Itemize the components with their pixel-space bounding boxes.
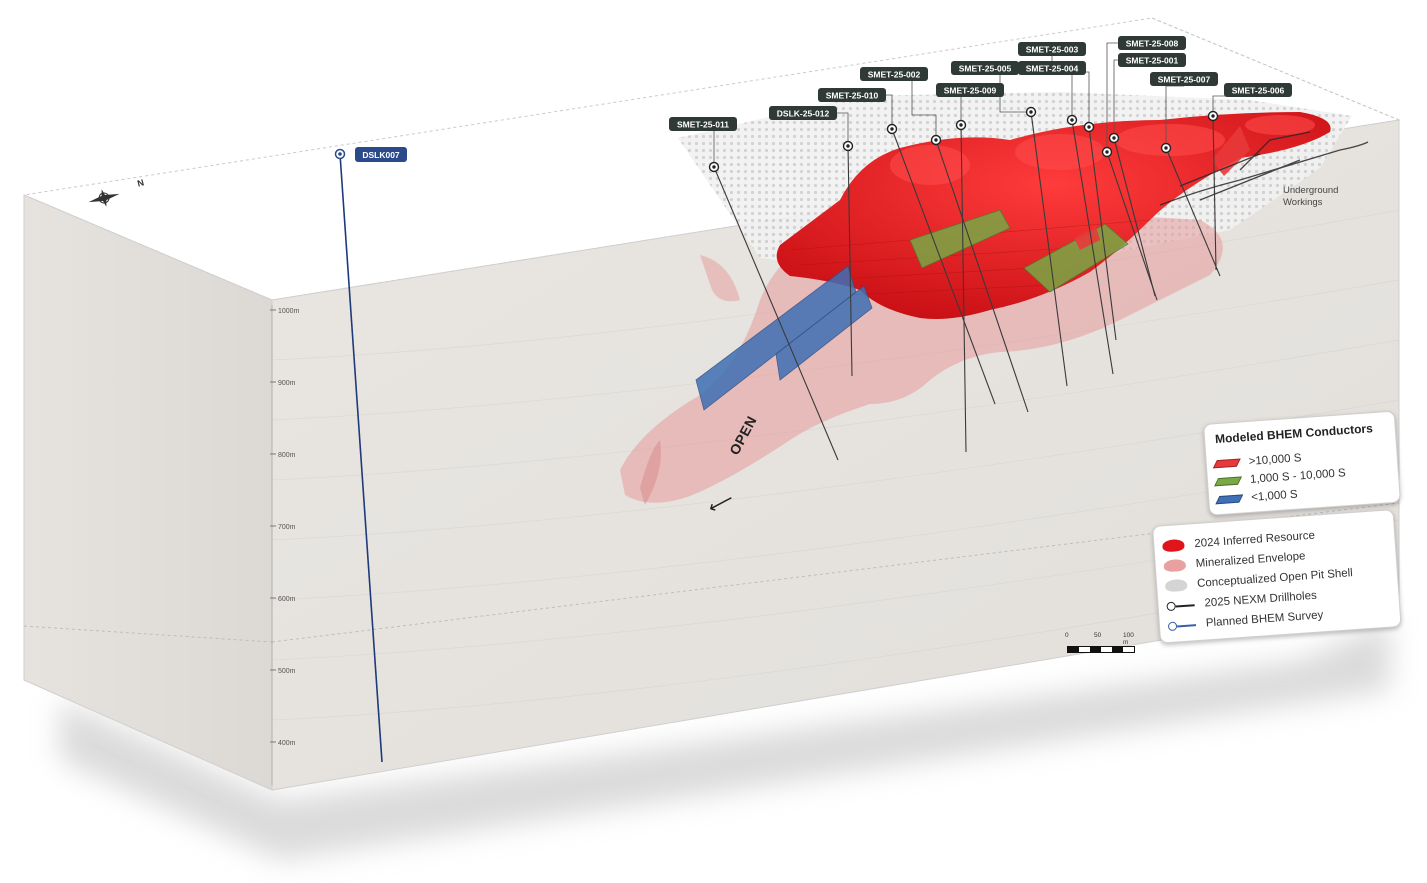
drillhole-labels: SMET-25-011 DSLK-25-012 SMET-25-010 SMET…: [669, 36, 1292, 131]
underground-workings: [1159, 131, 1369, 206]
svg-text:1000m: 1000m: [278, 308, 300, 315]
depth-axis: 1000m 900m 800m 700m 600m 500m 400m: [270, 305, 300, 785]
red-blob-swatch-icon: [1162, 538, 1185, 553]
blue-plate-swatch-icon: [1215, 494, 1244, 505]
scale-tick-100: 100 m: [1123, 632, 1134, 646]
svg-text:DSLK-25-012: DSLK-25-012: [777, 109, 830, 119]
svg-text:500m: 500m: [278, 668, 296, 675]
svg-text:SMET-25-005: SMET-25-005: [959, 64, 1012, 74]
survey-hole-swatch-icon: [1167, 618, 1197, 632]
depth-tick-500: 500m: [270, 668, 296, 675]
drillhole-label-smet-25-008[interactable]: SMET-25-008: [1118, 36, 1186, 50]
svg-text:SMET-25-008: SMET-25-008: [1126, 39, 1179, 49]
drillhole-label-smet-25-007[interactable]: SMET-25-007: [1150, 72, 1218, 86]
depth-tick-900: 900m: [270, 380, 296, 387]
conductor-plate-blue-2: [775, 285, 873, 381]
depth-tick-400: 400m: [270, 740, 296, 747]
svg-text:SMET-25-006: SMET-25-006: [1232, 86, 1285, 96]
drillhole-label-smet-25-002[interactable]: SMET-25-002: [860, 67, 928, 81]
depth-tick-600: 600m: [270, 596, 296, 603]
svg-text:SMET-25-002: SMET-25-002: [868, 70, 921, 80]
conductor-plate-green-1: [909, 209, 1011, 269]
svg-text:600m: 600m: [278, 596, 296, 603]
conductor-plate-red-1: [1074, 226, 1100, 250]
drillhole-label-smet-25-010[interactable]: SMET-25-010: [818, 88, 886, 102]
red-plate-swatch-icon: [1212, 458, 1241, 469]
svg-text:SMET-25-009: SMET-25-009: [944, 86, 997, 96]
drillhole-swatch-icon: [1166, 598, 1195, 612]
underground-label-line2: Workings: [1283, 197, 1323, 208]
drillhole-label-dslk-25-012[interactable]: DSLK-25-012: [769, 106, 837, 120]
depth-tick-800: 800m: [270, 452, 296, 459]
conductor-plate-red-2: [1212, 126, 1250, 176]
drillhole-traces: [713, 111, 1221, 461]
pink-blob-swatch-icon: [1163, 558, 1187, 573]
underground-workings-label: Underground Workings: [1283, 185, 1338, 209]
drillhole-label-smet-25-009[interactable]: SMET-25-009: [936, 83, 1004, 97]
svg-text:SMET-25-007: SMET-25-007: [1158, 75, 1211, 85]
legend-item-low-conductance: <1,000 S: [1215, 487, 1298, 509]
mineralized-envelope: [620, 209, 1223, 505]
drillhole-label-smet-25-001[interactable]: SMET-25-001: [1118, 53, 1186, 67]
survey-hole-label-box: [355, 147, 407, 162]
drillhole-label-smet-25-004[interactable]: SMET-25-004: [1018, 61, 1086, 75]
depth-tick-1000: 1000m: [270, 308, 300, 315]
underground-label-line1: Underground: [1283, 185, 1339, 196]
scale-bar-graphic: [1067, 646, 1135, 653]
svg-text:700m: 700m: [278, 524, 296, 531]
drillhole-collars: [708, 106, 1219, 173]
green-plate-swatch-icon: [1214, 476, 1243, 487]
svg-text:SMET-25-001: SMET-25-001: [1126, 56, 1179, 66]
svg-text:SMET-25-004: SMET-25-004: [1026, 64, 1079, 74]
legend-title: Modeled BHEM Conductors: [1214, 421, 1374, 447]
drillhole-label-smet-25-011[interactable]: SMET-25-011: [669, 117, 737, 131]
svg-text:SMET-25-003: SMET-25-003: [1026, 45, 1079, 55]
svg-text:400m: 400m: [278, 740, 296, 747]
survey-hole-label: DSLK007: [362, 150, 400, 160]
legend-features: 2024 Inferred Resource Mineralized Envel…: [1152, 509, 1402, 644]
legend-bhem-conductors: Modeled BHEM Conductors >10,000 S 1,000 …: [1203, 410, 1401, 516]
scale-tick-50: 50: [1094, 632, 1102, 639]
drillhole-label-smet-25-006[interactable]: SMET-25-006: [1224, 83, 1292, 97]
inferred-resource-2024: [776, 112, 1331, 319]
drillhole-label-smet-25-005[interactable]: SMET-25-005: [951, 61, 1019, 75]
scale-tick-0: 0: [1065, 632, 1069, 639]
svg-text:900m: 900m: [278, 380, 296, 387]
svg-text:N: N: [136, 177, 145, 188]
bhem-conductors: [695, 126, 1250, 411]
compass-icon: N: [88, 177, 145, 207]
block-shadow: [60, 620, 1390, 860]
svg-text:SMET-25-011: SMET-25-011: [677, 120, 729, 130]
svg-text:SMET-25-010: SMET-25-010: [826, 91, 879, 101]
grey-blob-swatch-icon: [1164, 578, 1188, 593]
svg-text:800m: 800m: [278, 452, 296, 459]
drillhole-label-smet-25-003[interactable]: SMET-25-003: [1018, 42, 1086, 56]
depth-tick-700: 700m: [270, 524, 296, 531]
survey-hole-dslk007[interactable]: DSLK007: [334, 147, 408, 763]
